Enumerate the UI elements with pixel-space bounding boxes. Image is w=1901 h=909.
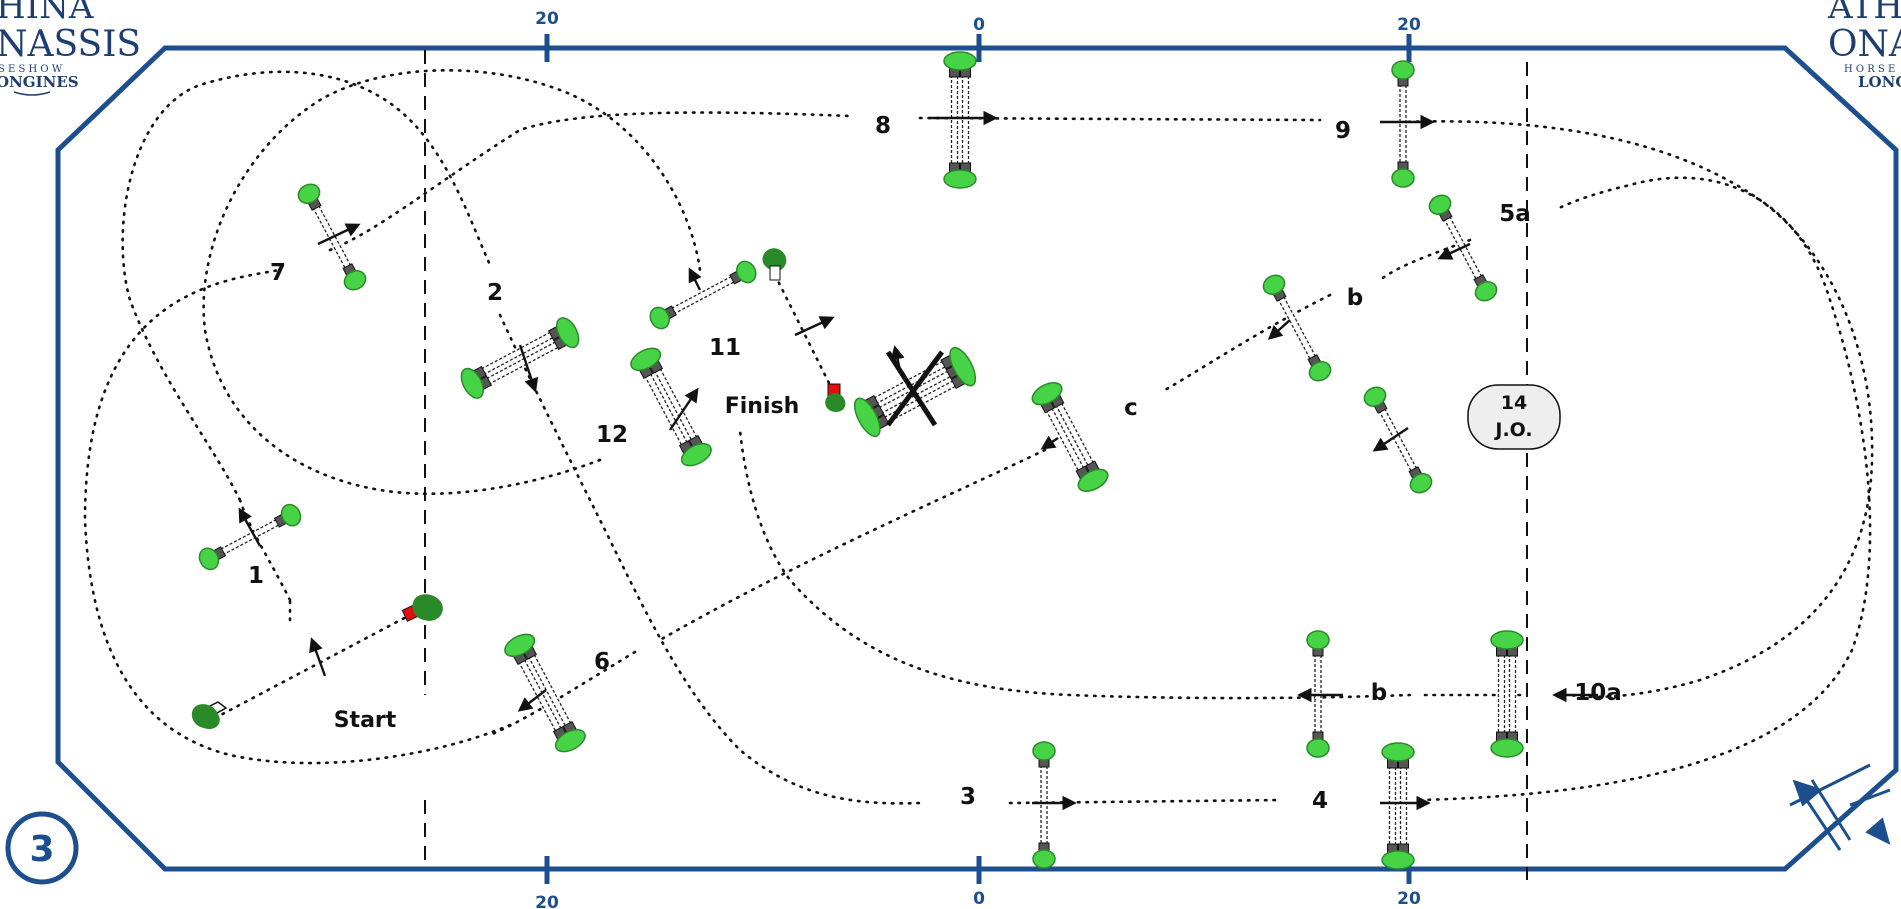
- start-marker-left: [191, 701, 228, 730]
- obstacle-number-c: c: [1124, 395, 1138, 421]
- direction-arrows: [238, 110, 1598, 811]
- obstacle-number-4: 4: [1312, 788, 1328, 814]
- obstacle-number-10a: 10a: [1574, 680, 1622, 706]
- fence-12: [630, 347, 712, 467]
- fence-9: [1391, 60, 1415, 188]
- svg-text:ONGINES: ONGINES: [0, 73, 79, 91]
- axis-label-bottom-left: 20: [535, 893, 559, 909]
- svg-text:NASSIS: NASSIS: [0, 24, 141, 65]
- svg-text:S E S H O W: S E S H O W: [0, 64, 63, 75]
- svg-text:LONG: LONG: [1858, 73, 1901, 91]
- obstacle-number-6: 6: [594, 649, 610, 675]
- fence-3: [1032, 741, 1056, 869]
- entry-gate-icon: [1789, 763, 1891, 851]
- fence-5b: [1262, 274, 1332, 382]
- obstacle-number-2: 2: [487, 280, 503, 306]
- axis-label-bottom-center: 0: [973, 889, 985, 909]
- arena-outline: [55, 45, 1899, 872]
- fence-10a: [1490, 630, 1524, 758]
- svg-text:ONA: ONA: [1828, 24, 1901, 65]
- axis-label-bottom-right: 20: [1397, 889, 1421, 909]
- finish-label: Finish: [725, 394, 800, 419]
- fence-5c: [1031, 382, 1109, 492]
- crossed-out-fence: [885, 350, 945, 427]
- svg-text:14: 14: [1501, 392, 1527, 414]
- axis-label-top-left: 20: [535, 9, 559, 29]
- obstacle-number-8: 8: [875, 113, 891, 139]
- obstacle-number-12: 12: [596, 422, 628, 448]
- finish-marker-left: [762, 248, 787, 281]
- obstacle-number-5b: b: [1347, 285, 1363, 311]
- fence-6: [504, 633, 586, 753]
- obstacle-number-3: 3: [960, 784, 976, 810]
- axis-label-top-center: 0: [973, 15, 985, 35]
- obstacles: [198, 51, 1524, 870]
- finish-marker-right: [825, 383, 846, 412]
- svg-text:3: 3: [29, 829, 54, 870]
- fence-8: [943, 51, 977, 189]
- start-label: Start: [334, 708, 397, 733]
- obstacle-number-5a: 5a: [1499, 201, 1531, 227]
- obstacle-number-10b: b: [1371, 680, 1387, 706]
- fence-1: [198, 503, 302, 571]
- fence-4: [1381, 742, 1415, 870]
- obstacle-number-1: 1: [248, 563, 264, 589]
- round-badge: 3: [5, 811, 79, 885]
- svg-text:J.O.: J.O.: [1493, 419, 1532, 441]
- obstacle-number-11: 11: [709, 335, 741, 361]
- obstacle-number-9: 9: [1335, 118, 1351, 144]
- svg-text:ATH: ATH: [1827, 0, 1901, 27]
- fence-11: [649, 260, 757, 330]
- logo-right: ATH ONA H O R S E LONG: [1827, 0, 1901, 91]
- logo-left: HINA NASSIS S E S H O W ONGINES: [0, 0, 141, 96]
- jump-off-badge: 14 J.O.: [1467, 384, 1561, 450]
- svg-text:HINA: HINA: [0, 0, 94, 27]
- axis-label-top-right: 20: [1397, 15, 1421, 35]
- start-marker-right: [401, 594, 443, 622]
- svg-text:H O R S E: H O R S E: [1844, 64, 1895, 75]
- obstacle-number-7: 7: [270, 260, 286, 286]
- fence-2: [460, 317, 580, 399]
- fence-14: [1363, 386, 1433, 494]
- axis-ticks: [544, 34, 1412, 884]
- fence-10b: [1306, 630, 1330, 758]
